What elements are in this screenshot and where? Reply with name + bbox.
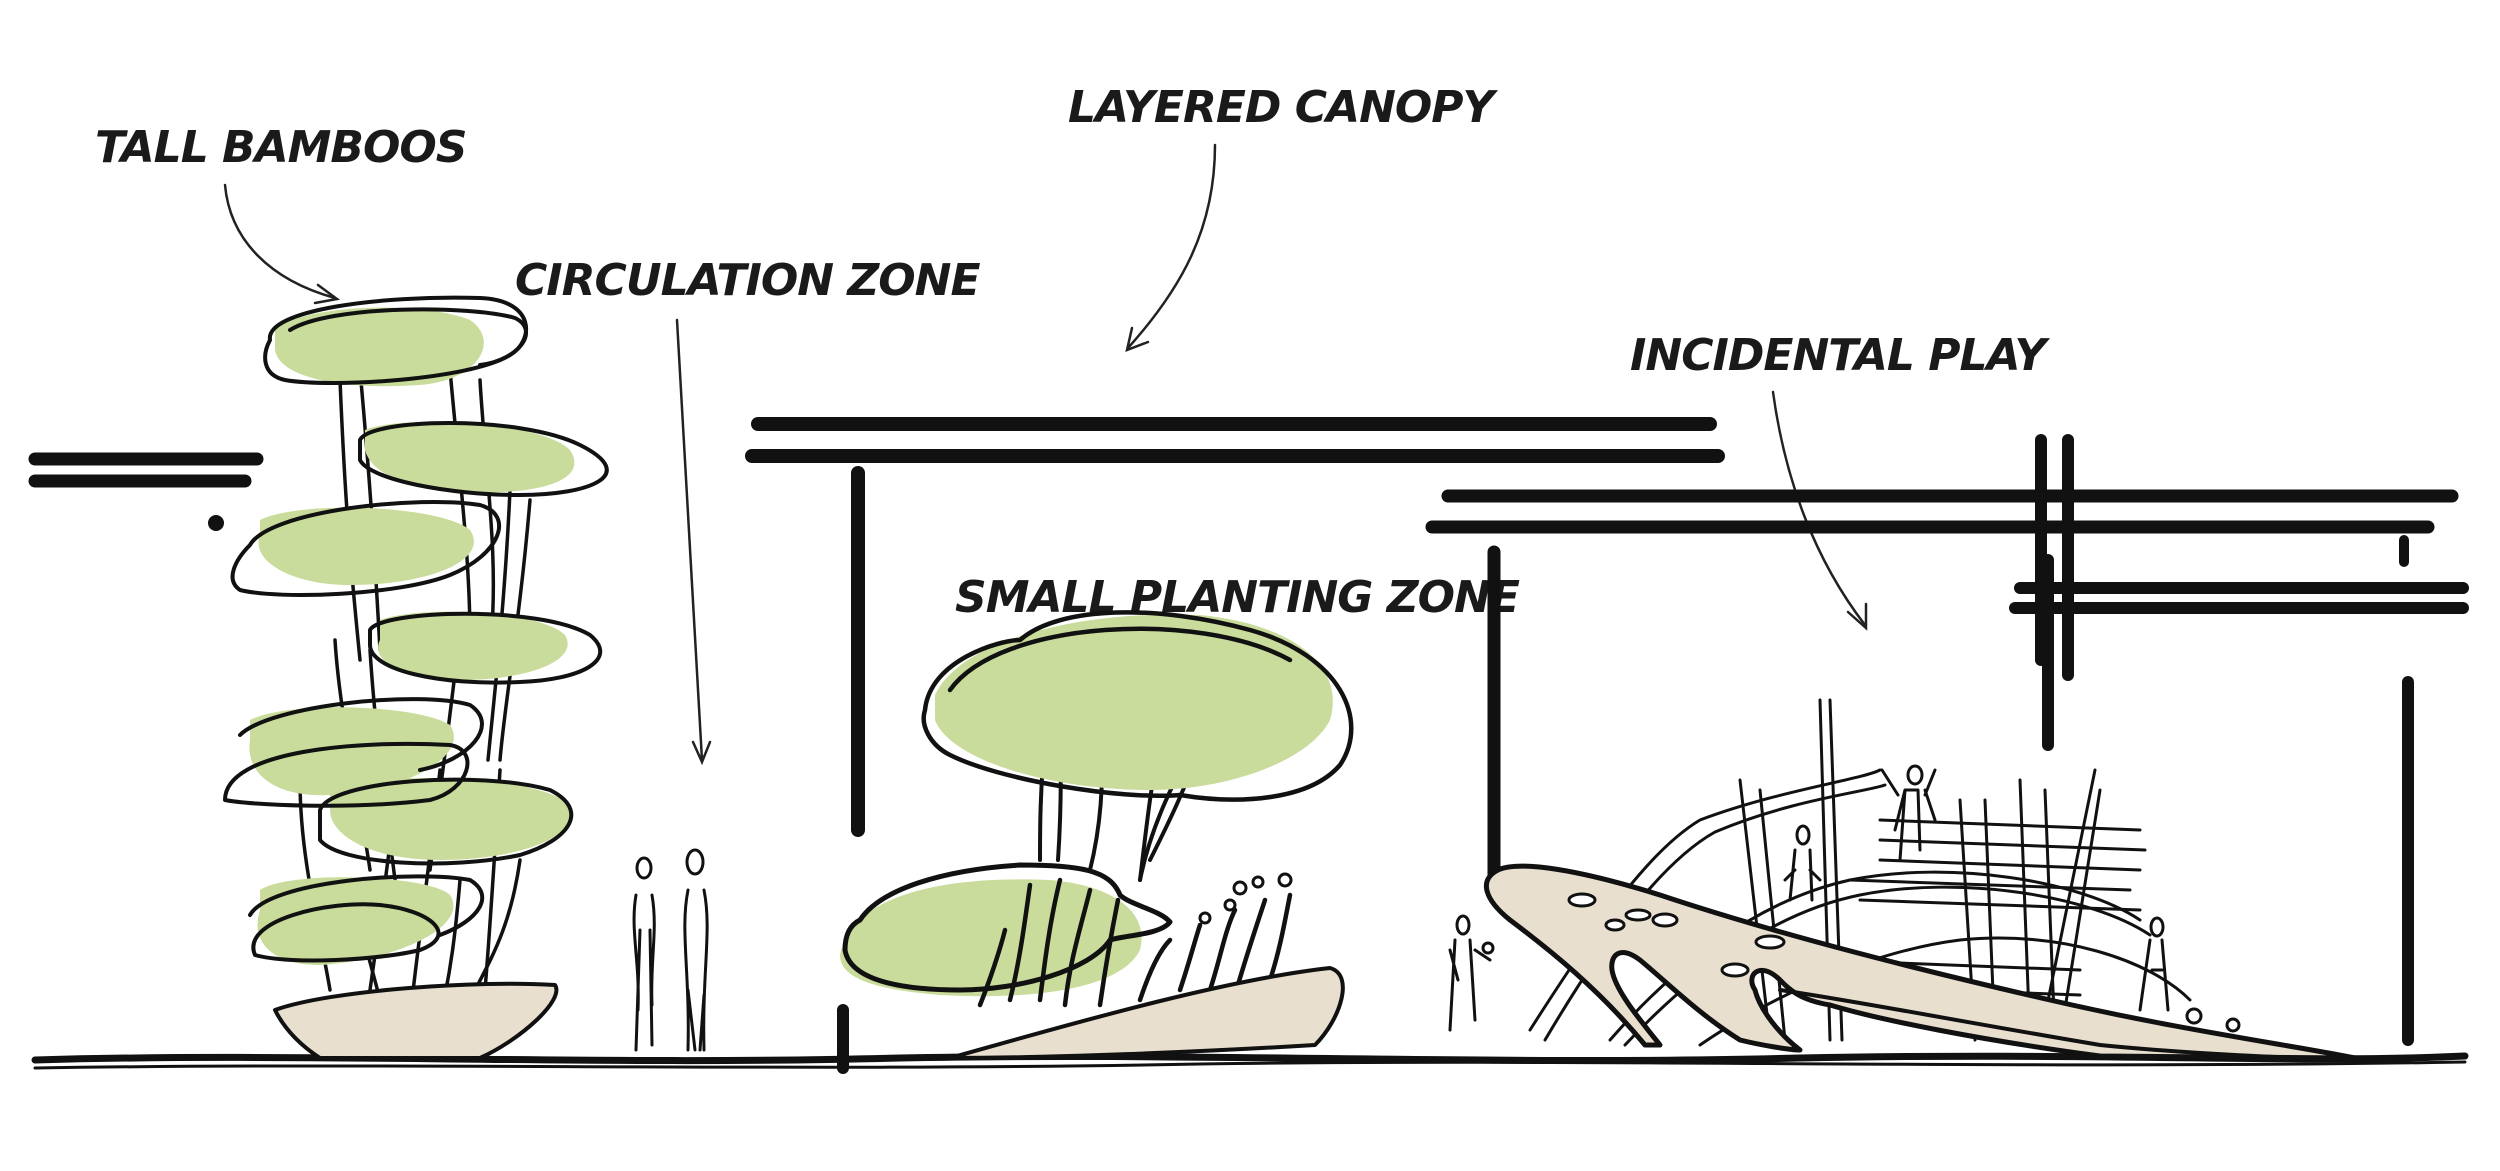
- play-mound: [1484, 863, 2358, 1061]
- label-layered-canopy: LAYERED CANOPY: [1068, 82, 1499, 133]
- arrow-circulation-zone: [675, 318, 704, 762]
- circulation-figures: [632, 848, 709, 1052]
- leader-arrows: [223, 143, 1868, 766]
- tall-bamboos: [223, 295, 609, 1060]
- left-canopy-beams: [28, 452, 264, 531]
- label-small-planting-zone: SMALL PLANTING ZONE: [955, 572, 1520, 623]
- arrow-head-circulation-zone: [691, 740, 712, 766]
- planting-zone-planter: [948, 966, 1345, 1060]
- arrow-head-tall-bamboos: [313, 283, 341, 305]
- arrow-head-incidental-play: [1846, 602, 1868, 631]
- bamboo-planter: [273, 981, 559, 1060]
- incidental-play: [1448, 698, 2362, 1062]
- label-circulation-zone: CIRCULATION ZONE: [515, 255, 981, 306]
- arrow-layered-canopy: [1126, 143, 1217, 350]
- bamboo-foliage: [249, 307, 575, 965]
- arrow-tall-bamboos: [223, 183, 337, 300]
- play-figures: [1448, 764, 2241, 1033]
- right-canopy: [1425, 434, 2469, 1046]
- small-planting-zone: [840, 610, 1354, 1060]
- label-incidental-play: INCIDENTAL PLAY: [1630, 330, 2051, 381]
- layered-canopy: [745, 417, 1725, 1074]
- label-tall-bamboos: TALL BAMBOOS: [95, 122, 466, 173]
- arrow-incidental-play: [1771, 390, 1867, 627]
- arrow-head-layered-canopy: [1125, 326, 1150, 352]
